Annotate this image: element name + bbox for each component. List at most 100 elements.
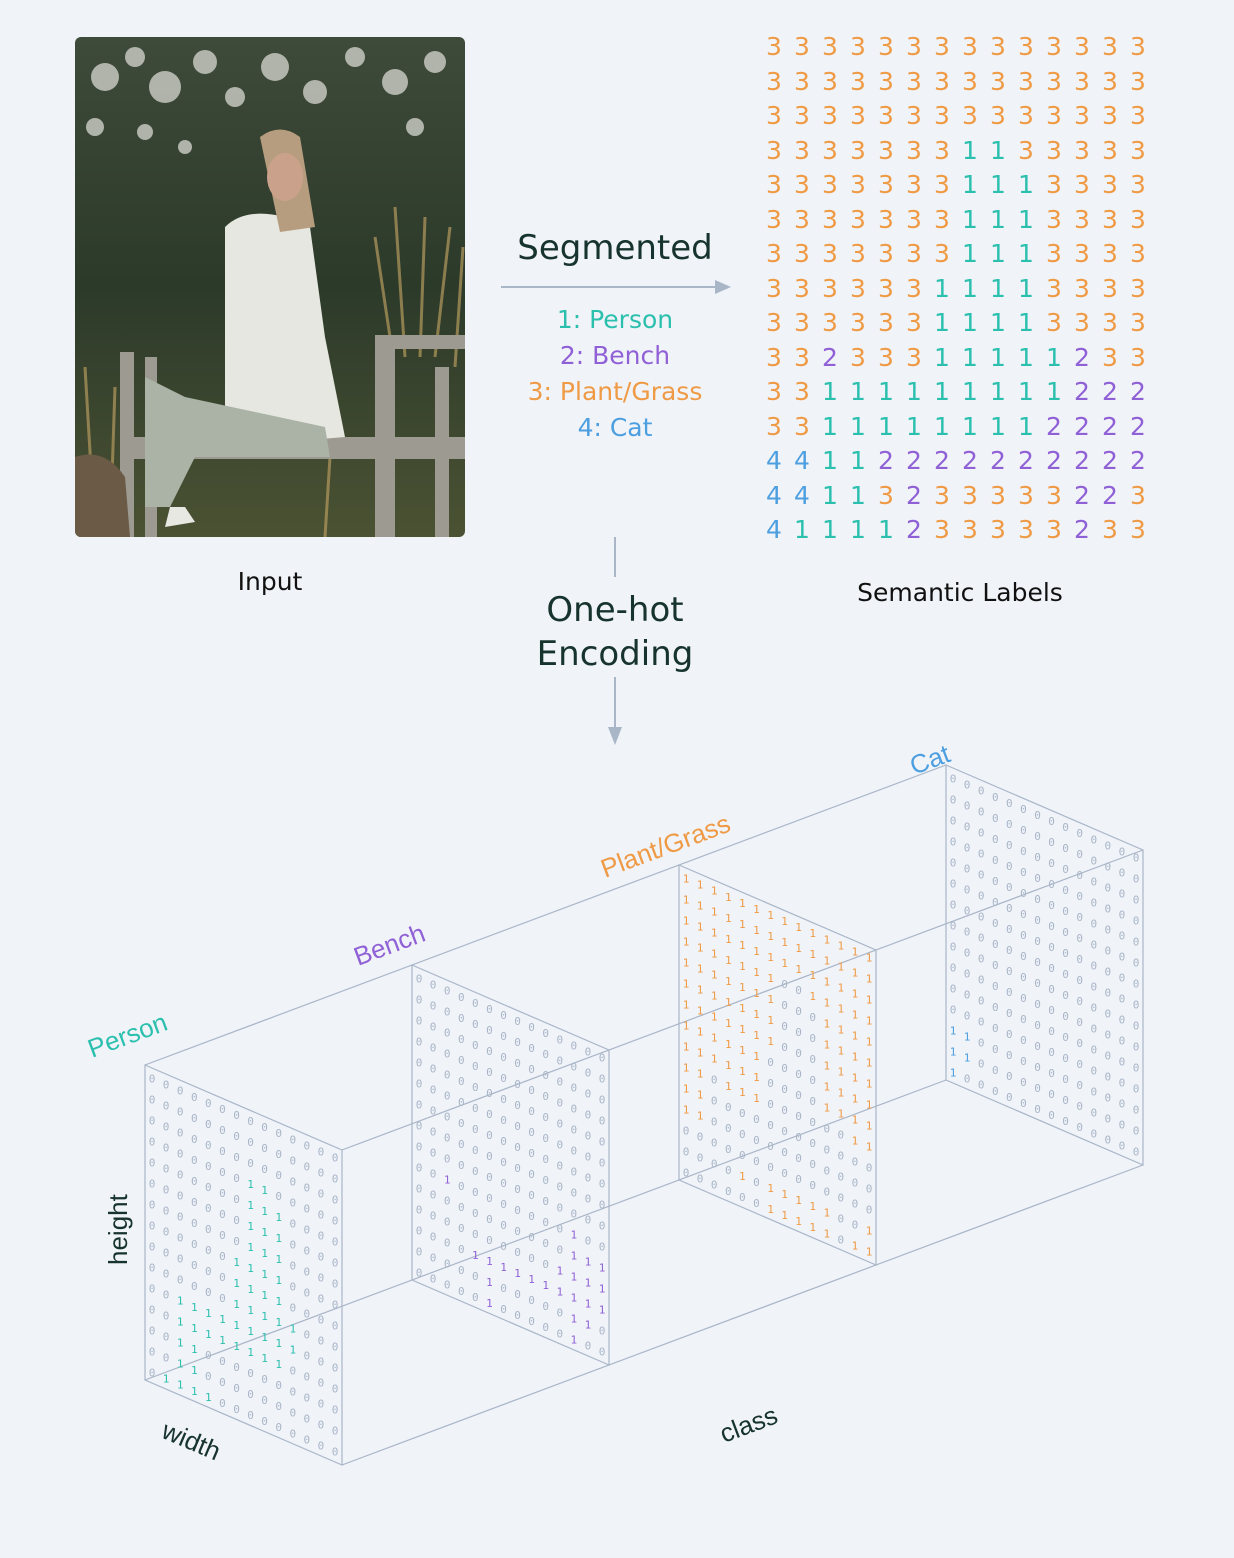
tensor-cell: 1 xyxy=(767,972,774,985)
tensor-cell: 0 xyxy=(444,1069,451,1082)
label-cell: 1 xyxy=(962,308,978,337)
tensor-cell: 1 xyxy=(683,1041,690,1054)
label-cell: 3 xyxy=(934,32,950,61)
tensor-cell: 0 xyxy=(205,1244,212,1257)
tensor-cell: 0 xyxy=(837,1149,844,1162)
tensor-cell: 0 xyxy=(205,1286,212,1299)
label-cell: 3 xyxy=(906,308,922,337)
tensor-cell: 1 xyxy=(233,1277,240,1290)
label-cell: 4 xyxy=(766,446,782,475)
tensor-cell: 0 xyxy=(205,1370,212,1383)
tensor-cell: 1 xyxy=(725,975,732,988)
tensor-cell: 0 xyxy=(599,1325,606,1338)
tensor-cell: 0 xyxy=(458,1201,465,1214)
tensor-cell: 0 xyxy=(430,1147,437,1160)
tensor-cell: 1 xyxy=(964,1052,971,1065)
tensor-cell: 0 xyxy=(289,1133,296,1146)
label-cell: 1 xyxy=(1018,377,1034,406)
label-cell: 1 xyxy=(962,342,978,372)
label-cell: 3 xyxy=(1018,480,1034,510)
tensor-cell: 1 xyxy=(753,945,760,958)
tensor-cell: 0 xyxy=(992,791,999,804)
tensor-cell: 0 xyxy=(191,1175,198,1188)
label-cell: 3 xyxy=(850,273,866,303)
tensor-cell: 0 xyxy=(1020,1013,1027,1026)
tensor-cell: 0 xyxy=(332,1299,339,1312)
tensor-cell: 1 xyxy=(275,1211,282,1224)
tensor-cell: 0 xyxy=(444,1153,451,1166)
tensor-cell: 0 xyxy=(444,1111,451,1124)
tensor-cell: 0 xyxy=(585,1192,592,1205)
tensor-cell: 0 xyxy=(739,1128,746,1141)
tensor-cell: 0 xyxy=(809,1095,816,1108)
tensor-cell: 0 xyxy=(303,1286,310,1299)
tensor-cell: 0 xyxy=(795,1068,802,1081)
tensor-cell: 0 xyxy=(163,1226,170,1239)
tensor-cell: 0 xyxy=(318,1187,325,1200)
tensor-cell: 1 xyxy=(739,1002,746,1015)
tensor-cell: 0 xyxy=(500,1009,507,1022)
tensor-cell: 0 xyxy=(795,1152,802,1165)
label-cell: 3 xyxy=(1130,170,1146,199)
tensor-cell: 1 xyxy=(472,1249,479,1262)
tensor-cell: 0 xyxy=(1090,1064,1097,1077)
tensor-cell: 0 xyxy=(781,978,788,991)
tensor-cell: 0 xyxy=(992,980,999,993)
tensor-cell: 0 xyxy=(500,1030,507,1043)
tensor-cell: 0 xyxy=(458,1075,465,1088)
tensor-cell: 1 xyxy=(486,1276,493,1289)
tensor-cell: 0 xyxy=(289,1196,296,1209)
tensor-cell: 0 xyxy=(852,1155,859,1168)
tensor-cell: 0 xyxy=(149,1367,156,1380)
tensor-cell: 0 xyxy=(444,1279,451,1292)
tensor-cell: 0 xyxy=(753,1176,760,1189)
tensor-cell: 0 xyxy=(233,1172,240,1185)
label-cell: 3 xyxy=(934,135,950,165)
tensor-cell: 0 xyxy=(458,1243,465,1256)
tensor-cell: 0 xyxy=(416,1225,423,1238)
tensor-cell: 0 xyxy=(1034,1082,1041,1095)
tensor-cell: 0 xyxy=(416,1078,423,1091)
tensor-cell: 1 xyxy=(191,1364,198,1377)
label-cell: 3 xyxy=(1074,170,1090,199)
tensor-cell: 0 xyxy=(177,1169,184,1182)
tensor-cell: 0 xyxy=(500,1303,507,1316)
tensor-cell: 0 xyxy=(570,1081,577,1094)
tensor-cell: 1 xyxy=(177,1316,184,1329)
tensor-cell: 1 xyxy=(767,951,774,964)
input-photo xyxy=(75,37,465,537)
tensor-cell: 0 xyxy=(1062,968,1069,981)
tensor-cell: 0 xyxy=(739,1149,746,1162)
tensor-cell: 0 xyxy=(247,1157,254,1170)
tensor-cell: 0 xyxy=(289,1217,296,1230)
tensor-cell: 0 xyxy=(1048,1004,1055,1017)
tensor-cell: 0 xyxy=(1034,872,1041,885)
tensor-cell: 0 xyxy=(219,1166,226,1179)
tensor-cell: 0 xyxy=(191,1196,198,1209)
tensor-cell: 0 xyxy=(163,1289,170,1302)
tensor-cell: 1 xyxy=(837,1086,844,1099)
tensor-cell: 0 xyxy=(205,1202,212,1215)
tensor-cell: 0 xyxy=(528,1063,535,1076)
tensor-cell: 0 xyxy=(1104,965,1111,978)
tensor-cell: 0 xyxy=(1104,1007,1111,1020)
tensor-cell: 0 xyxy=(233,1151,240,1164)
axis-width-label: width xyxy=(157,1415,226,1467)
onehot-line1: One-hot xyxy=(546,590,684,630)
tensor-cell: 0 xyxy=(767,1098,774,1111)
tensor-cell: 0 xyxy=(1034,914,1041,927)
tensor-cell: 0 xyxy=(1090,1022,1097,1035)
tensor-cell: 0 xyxy=(1076,848,1083,861)
tensor-cell: 0 xyxy=(599,1052,606,1065)
tensor-cell: 0 xyxy=(416,1267,423,1280)
tensor-cell: 0 xyxy=(205,1349,212,1362)
tensor-cell: 0 xyxy=(486,1066,493,1079)
tensor-cell: 0 xyxy=(177,1148,184,1161)
label-cell: 1 xyxy=(1018,342,1034,372)
tensor-cell: 0 xyxy=(1090,917,1097,930)
tensor-cell: 0 xyxy=(444,1132,451,1145)
label-cell: 2 xyxy=(1018,446,1034,475)
label-cell: 3 xyxy=(822,239,838,268)
tensor-cell: 1 xyxy=(725,912,732,925)
